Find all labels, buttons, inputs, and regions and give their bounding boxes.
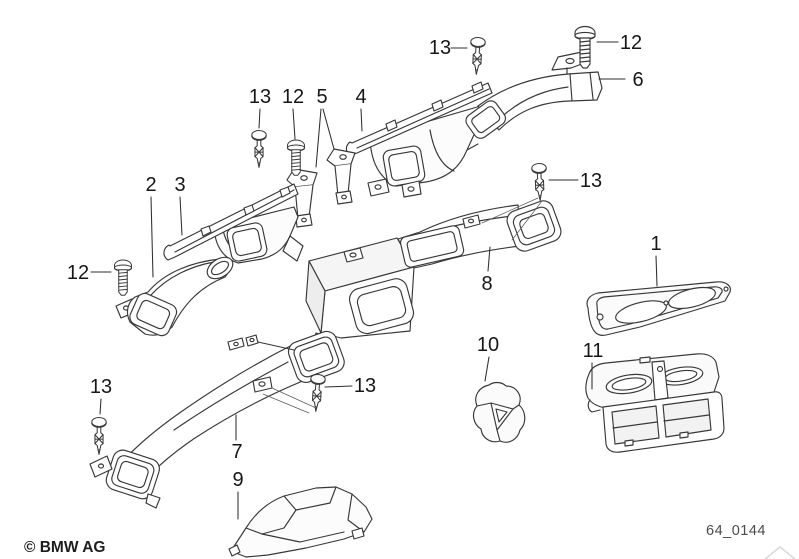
callout-13-d: 13 [90, 376, 112, 398]
part-4-defroster-nozzle-right [345, 81, 493, 198]
rivet-13-right [531, 162, 548, 202]
reference-lines [262, 197, 543, 414]
callout-12-a: 12 [282, 86, 304, 108]
callout-9: 9 [232, 469, 243, 491]
callout-12-c: 12 [67, 262, 89, 284]
callout-11: 11 [583, 340, 604, 362]
part-7-rear-duct [89, 330, 345, 509]
part-2-heater-duct-left [115, 256, 234, 337]
callout-13-b: 13 [429, 37, 451, 59]
callout-8: 8 [481, 273, 492, 295]
callout-13-e: 13 [354, 375, 376, 397]
callout-labels: 13 12 5 4 13 12 6 2 3 12 13 1 8 10 11 13… [67, 32, 662, 491]
part-10-clip [472, 381, 526, 443]
callout-12-b: 12 [620, 32, 642, 54]
callout-13-a: 13 [249, 86, 271, 108]
part-8-center-duct [305, 200, 562, 345]
part-11-center-grille [585, 353, 725, 453]
callout-1: 1 [650, 233, 661, 255]
callout-4: 4 [355, 86, 366, 108]
part-9-floor-duct [228, 486, 373, 558]
part-3-defroster-nozzle-left [163, 183, 304, 264]
bolt-12-left [114, 259, 132, 296]
rivet-13-bottom-left [91, 416, 107, 455]
callout-2: 2 [145, 174, 156, 196]
callout-10: 10 [477, 334, 499, 356]
leader-lines [90, 41, 658, 520]
part-6-demister-duct-right [465, 51, 603, 139]
callout-13-c: 13 [580, 170, 602, 192]
callout-6: 6 [632, 69, 643, 91]
diagram-code: 64_0144 [706, 523, 766, 539]
callout-5: 5 [316, 86, 327, 108]
part-1-vent-trim-right [586, 281, 731, 336]
copyright-text: © BMW AG [24, 539, 105, 556]
rivet-13-top [468, 36, 486, 76]
rivet-13-top-middle [251, 129, 267, 168]
corner-watermark-chevron [764, 546, 796, 559]
callout-7: 7 [231, 441, 242, 463]
callout-3: 3 [174, 174, 185, 196]
